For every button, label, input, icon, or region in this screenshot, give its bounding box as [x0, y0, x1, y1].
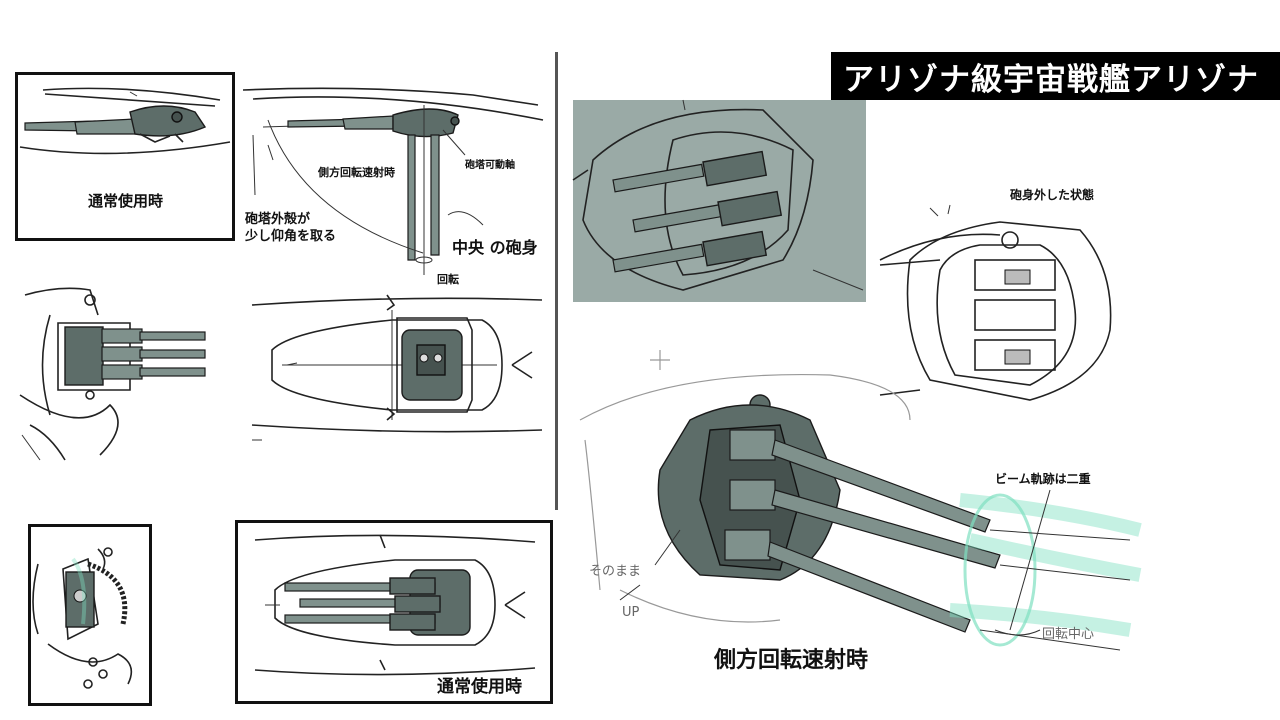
normal-top-view-sketch	[254, 534, 536, 676]
ship-top-view-sketch	[251, 294, 543, 441]
handwritten-rotation-center: 回転中心	[1042, 627, 1095, 642]
label-normal-use-bottom: 通常使用時	[437, 677, 522, 697]
page-title: アリゾナ級宇宙戦艦アリゾナ	[843, 61, 1259, 98]
label-side-rotation-small: 側方回転速射時	[318, 166, 395, 179]
label-rotation: 回転	[437, 273, 459, 286]
handwritten-up: UP	[622, 605, 640, 620]
label-barrels-removed: 砲身外した状態	[1010, 188, 1095, 202]
barrels-removed-sketch	[879, 204, 1112, 401]
normal-side-view-sketch	[19, 87, 231, 155]
turret-front-view-sketch	[19, 287, 206, 461]
label-shell-elevation-line2: 少し仰角を取る	[245, 229, 337, 244]
frame-normal-top-view	[235, 520, 553, 704]
front-small-sketch	[32, 547, 133, 689]
label-side-rotation-big: 側方回転速射時	[714, 648, 869, 673]
side-rotation-big-sketch	[579, 350, 1142, 651]
frame-front-small	[28, 524, 152, 706]
label-center-barrel: 中央 の砲身	[452, 238, 538, 257]
section-divider	[555, 52, 558, 510]
label-shell-elevation-line1: 砲塔外殻が	[245, 212, 311, 227]
handwritten-as-is: そのまま	[589, 564, 642, 579]
label-turret-axis: 砲塔可動軸	[465, 160, 515, 171]
turret-closeup-sketch	[572, 99, 864, 291]
title-banner: アリゾナ級宇宙戦艦アリゾナ	[831, 52, 1280, 100]
label-normal-use-top: 通常使用時	[88, 192, 164, 210]
label-beam-trail: ビーム軌跡は二重	[995, 472, 1091, 486]
frame-normal-side-view	[15, 72, 235, 241]
side-rotation-explain-sketch	[242, 87, 544, 275]
